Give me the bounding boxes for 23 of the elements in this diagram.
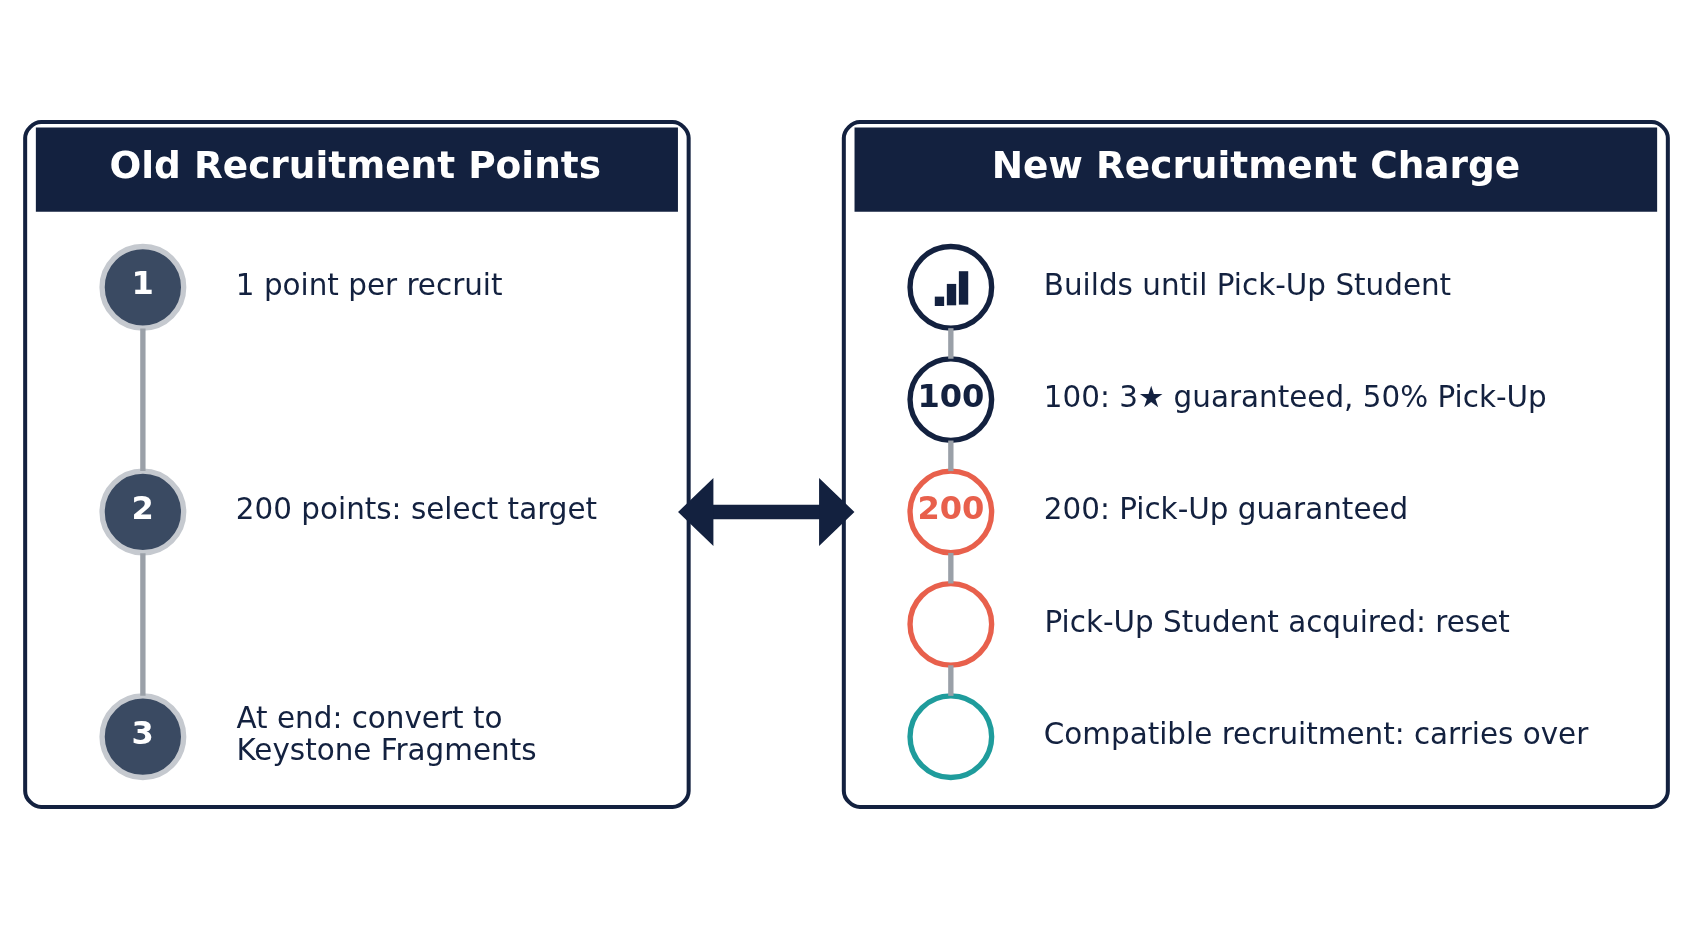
connector [948,552,954,584]
node-label: 100: 3★ guaranteed, 50% Pick-Up [1043,380,1547,415]
node-label: At end: convert to Keystone Fragments [236,701,537,768]
node-circle: 3 [99,693,187,781]
node-circle: 1 [99,243,187,331]
arrow [678,477,855,546]
node-label: Compatible recruitment: carries over [1043,717,1589,752]
connector [948,665,954,696]
node-circle: 100 [907,356,995,444]
connector [140,553,146,696]
node-label: 200 points: select target [235,492,598,527]
node-label: 200: Pick-Up guaranteed [1043,492,1409,527]
node-circle: 2 [99,468,187,556]
node-circle [907,243,995,331]
node-circle: 200 [907,468,995,556]
connector [948,328,954,359]
node-label: 1 point per recruit [235,267,503,302]
connector [140,328,146,472]
node-circle [907,693,995,781]
connector [948,440,954,472]
node-label: Pick-Up Student acquired: reset [1044,604,1510,639]
node-label: Builds until Pick-Up Student [1043,267,1452,302]
node-circle [907,580,995,668]
